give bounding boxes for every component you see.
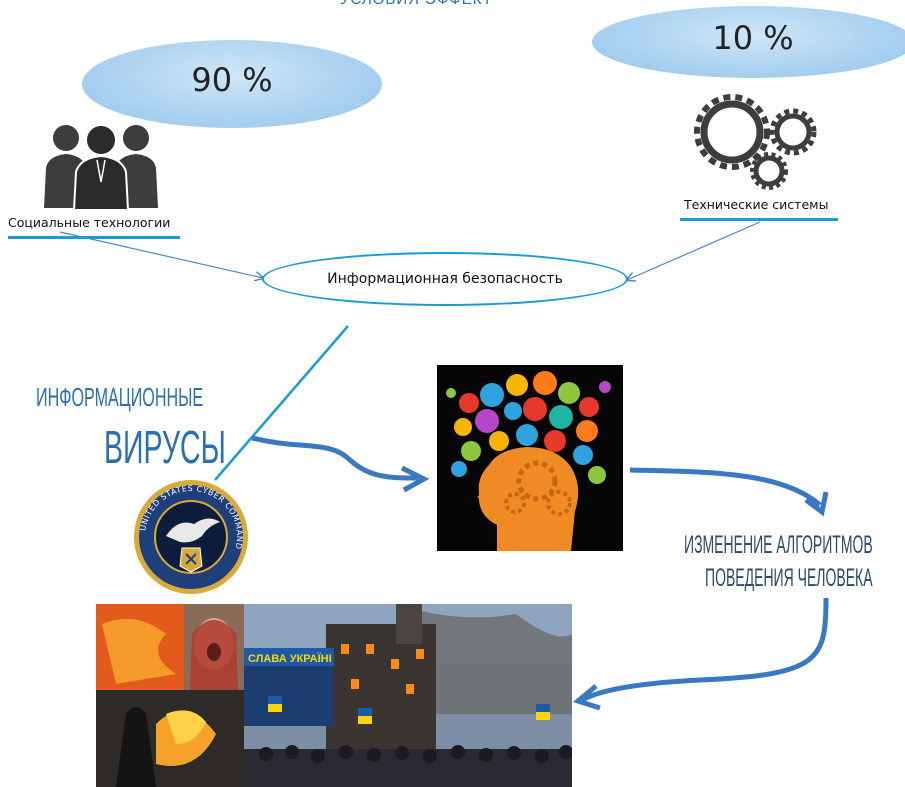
social-underline xyxy=(8,236,180,239)
protest-banner-text: СЛАВА УКРАЇНІ xyxy=(248,652,332,665)
center-to-viruses-connector xyxy=(214,325,349,481)
information-security-label: Информационная безопасность xyxy=(327,271,563,287)
social-to-center-connector xyxy=(59,231,263,278)
top-cropped-label: УСЛОВИЯ ЭФФЕКТ xyxy=(340,0,493,8)
technical-to-center-connector xyxy=(627,221,761,280)
viruses-to-head-arrow xyxy=(251,435,419,481)
information-security-node: Информационная безопасность xyxy=(262,252,628,306)
technical-percent: 10 % xyxy=(712,19,794,57)
social-label: Социальные технологии xyxy=(8,215,171,230)
head-to-algorithms-arrow xyxy=(629,467,822,507)
social-percent-ellipse: 90 % xyxy=(82,40,382,128)
technical-underline xyxy=(680,218,838,221)
viruses-line2: ВИРУСЫ xyxy=(104,421,226,473)
gears-icon xyxy=(694,94,817,190)
algorithms-line2: ПОВЕДЕНИЯ ЧЕЛОВЕКА xyxy=(705,564,873,592)
head-ideas-image xyxy=(437,365,623,551)
people-icon xyxy=(44,124,158,210)
social-percent: 90 % xyxy=(191,61,273,99)
algorithms-line1: ИЗМЕНЕНИЕ АЛГОРИТМОВ xyxy=(684,531,873,559)
viruses-line1: ИНФОРМАЦИОННЫЕ xyxy=(36,382,204,412)
cyber-command-seal: UNITED STATES CYBER COMMAND xyxy=(134,480,248,594)
technical-label: Технические системы xyxy=(684,197,829,212)
technical-percent-ellipse: 10 % xyxy=(592,6,905,78)
algorithms-to-photo-arrow xyxy=(580,597,829,703)
protest-collage-photo: СЛАВА УКРАЇНІ xyxy=(96,604,572,787)
